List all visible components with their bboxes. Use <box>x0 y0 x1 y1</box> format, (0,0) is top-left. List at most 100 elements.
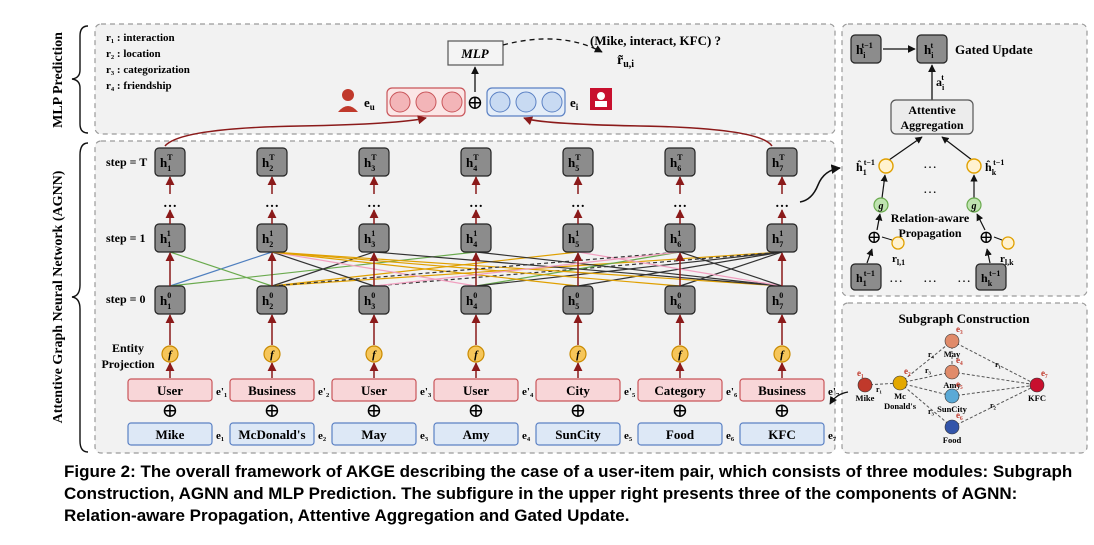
type-label-7: Business <box>758 383 806 398</box>
concat-plus-5: ⊕ <box>570 400 587 422</box>
h1-node-5-label: h51 <box>568 229 579 249</box>
subgraph-relation-tag: r₃ <box>925 366 932 375</box>
type-tag-6: e'₆ <box>726 386 738 398</box>
hT-node-3-label: h3T <box>364 153 377 173</box>
gk-label: g <box>971 201 977 212</box>
cross-edge <box>271 251 375 287</box>
mlp-box <box>447 40 504 66</box>
cross-edge <box>373 251 681 287</box>
mlp-query: (Mike, interact, KFC) ? <box>590 33 721 48</box>
step-T-label: step = T <box>106 155 147 169</box>
subgraph-node-label-2: Donald's <box>884 401 917 411</box>
type-box-2 <box>229 378 315 402</box>
hat-hk-node <box>966 158 982 174</box>
cross-edge <box>475 251 783 287</box>
hat-h1-label: ĥ1t−1 <box>856 158 875 177</box>
type-tag-2: e'₂ <box>318 386 330 398</box>
hT-node-4-label: h4T <box>466 153 479 173</box>
r-lk-label: rl,k <box>1000 253 1014 267</box>
h1-node-2-label: h21 <box>262 229 273 249</box>
agnn-detail-panel <box>841 23 1088 297</box>
concat-plus-3: ⊕ <box>366 400 383 422</box>
subgraph-edge <box>951 384 1038 428</box>
subgraph-node-tag-4: e₄ <box>956 355 963 365</box>
subgraph-relation-tag: r₄ <box>928 350 935 359</box>
subgraph-node-tag-1: e₁ <box>857 368 864 378</box>
step-1-label: step = 1 <box>106 231 146 245</box>
mlp-side-label: MLP Prediction <box>51 32 66 128</box>
entity-box-1 <box>127 422 213 446</box>
step-dots-7: … <box>775 196 789 211</box>
subgraph-node-icon-3 <box>944 333 960 349</box>
hT-node-1-label: h1T <box>160 153 173 173</box>
h0-node-6-label: h60 <box>670 291 681 311</box>
step-dots-4: … <box>469 196 483 211</box>
entity-label-5: SunCity <box>555 427 601 442</box>
type-tag-3: e'₃ <box>420 386 432 398</box>
entity-tag-2: e₂ <box>318 430 327 442</box>
subgraph-node-icon-2 <box>892 375 908 391</box>
subgraph-node-label-5: SunCity <box>937 404 968 414</box>
g1-label: g <box>878 201 884 212</box>
mlp-output-arrow <box>502 38 603 53</box>
subgraph-relation-tag: r₁ <box>876 385 883 394</box>
mlp-brace <box>71 25 89 134</box>
subgraph-edge <box>899 382 953 397</box>
subgraph-edge <box>951 371 1038 386</box>
propagation-title-1: Relation-aware <box>891 211 970 225</box>
subgraph-edge <box>899 371 953 384</box>
item-emb-cell <box>515 91 537 113</box>
step-dots-5: … <box>571 196 585 211</box>
cross-edge <box>679 251 783 287</box>
entity-tag-5: e₅ <box>624 430 633 442</box>
entity-projection-label-2: Projection <box>101 357 154 371</box>
h0-node-1-label: h10 <box>160 291 171 311</box>
relation-r4: r₄ : friendship <box>106 80 172 92</box>
gated-h-prev <box>850 34 882 64</box>
entity-tag-1: e₁ <box>216 430 224 442</box>
gk-node <box>966 197 982 213</box>
projection-f-label-2: f <box>270 349 275 361</box>
projection-f-label-1: f <box>168 349 173 361</box>
type-tag-1: e'₁ <box>216 386 227 398</box>
mlp-output: r̃u,i <box>617 53 634 70</box>
gated-h-new <box>916 34 948 64</box>
h0-node-2-label: h20 <box>262 291 273 311</box>
projection-f-node-3 <box>365 345 383 363</box>
entity-box-3 <box>331 422 417 446</box>
relation-r2: r₂ : location <box>106 48 161 60</box>
concat-plus-7: ⊕ <box>774 400 791 422</box>
plus1-symbol: ⊕ <box>866 227 881 247</box>
subgraph-node-tag-2: e₂ <box>904 366 911 376</box>
hT-node-7 <box>766 147 798 177</box>
concat-plus-4: ⊕ <box>468 400 485 422</box>
r-lk-node <box>1001 236 1015 250</box>
subgraph-node-label-1: Mike <box>856 393 875 403</box>
item-emb-cell <box>541 91 563 113</box>
hat-hk-to-agg <box>941 136 973 161</box>
relation-r1: r₁ : interaction <box>106 32 175 44</box>
entity-box-5 <box>535 422 621 446</box>
entity-label-6: Food <box>666 427 695 442</box>
subgraph-edge <box>899 340 953 384</box>
step-dots-3: … <box>367 196 381 211</box>
subgraph-title: Subgraph Construction <box>898 311 1030 326</box>
entity-tag-4: e₄ <box>522 430 531 442</box>
mid-dots: … <box>923 182 937 197</box>
step-dots-2: … <box>265 196 279 211</box>
type-label-2: Business <box>248 383 296 398</box>
attentive-aggregation-box <box>890 99 974 135</box>
type-box-6 <box>637 378 723 402</box>
entity-label-2: McDonald's <box>238 427 305 442</box>
type-tag-7: e'₇ <box>828 386 840 398</box>
type-label-3: User <box>361 383 387 398</box>
subgraph-relation-tag: r₃ <box>928 407 935 416</box>
entity-projection-label-1: Entity <box>112 341 144 355</box>
hT-node-2-label: h2T <box>262 153 275 173</box>
subgraph-node-tag-5: e₅ <box>956 379 963 389</box>
type-box-7 <box>739 378 825 402</box>
mlp-box-label: MLP <box>460 46 490 61</box>
subgraph-node-tag-3: e₃ <box>956 324 963 334</box>
subgraph-to-kfc-arrow <box>829 391 849 405</box>
